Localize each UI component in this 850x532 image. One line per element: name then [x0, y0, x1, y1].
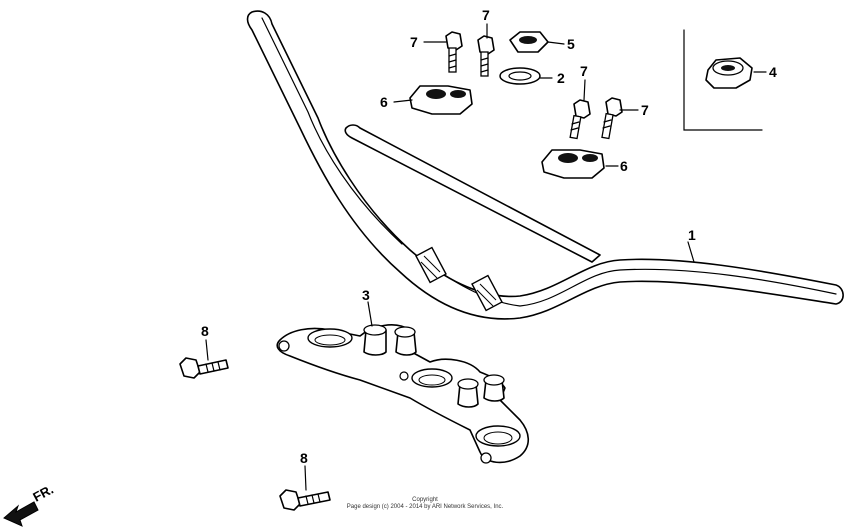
- nut-large[interactable]: [683, 29, 763, 131]
- callout-numbers: 1 2 3 4 5 6 6 7 7 7 7 8 8: [201, 7, 777, 466]
- callout-4: 4: [769, 64, 777, 80]
- callout-8-left: 8: [201, 323, 209, 339]
- handlebar-lower-holder[interactable]: [276, 324, 530, 464]
- upper-holder-left[interactable]: [409, 85, 473, 115]
- callout-1: 1: [688, 227, 696, 243]
- callout-2: 2: [557, 70, 565, 86]
- callout-8-bottom: 8: [300, 450, 308, 466]
- callout-7-lower-right: 7: [641, 102, 649, 118]
- clamp-band-left: [415, 246, 447, 284]
- bolt-7-lower-right[interactable]: [601, 97, 623, 140]
- callout-3: 3: [362, 287, 370, 303]
- callout-7-upper-right: 7: [482, 7, 490, 23]
- bolt-7-upper-left[interactable]: [445, 31, 463, 73]
- copyright-line-1: Copyright: [412, 497, 438, 503]
- clamp-band-right: [471, 274, 503, 312]
- leader-lines: [205, 23, 767, 491]
- upper-washer[interactable]: [509, 31, 549, 53]
- bolt-8-left[interactable]: [179, 357, 229, 379]
- upper-holder-right[interactable]: [541, 149, 605, 179]
- callout-5: 5: [567, 36, 575, 52]
- callout-6-right: 6: [620, 158, 628, 174]
- callout-6-left: 6: [380, 94, 388, 110]
- bolt-7-lower-left[interactable]: [569, 99, 591, 140]
- callout-7-upper-left: 7: [410, 34, 418, 50]
- handlebar[interactable]: [246, 10, 844, 320]
- copyright-line-2: Page design (c) 2004 - 2014 by ARI Netwo…: [346, 504, 504, 510]
- bolt-8-bottom[interactable]: [279, 489, 331, 511]
- callout-7-lower-left: 7: [580, 63, 588, 79]
- bolt-7-upper-right[interactable]: [477, 35, 495, 77]
- flat-washer[interactable]: [499, 67, 541, 85]
